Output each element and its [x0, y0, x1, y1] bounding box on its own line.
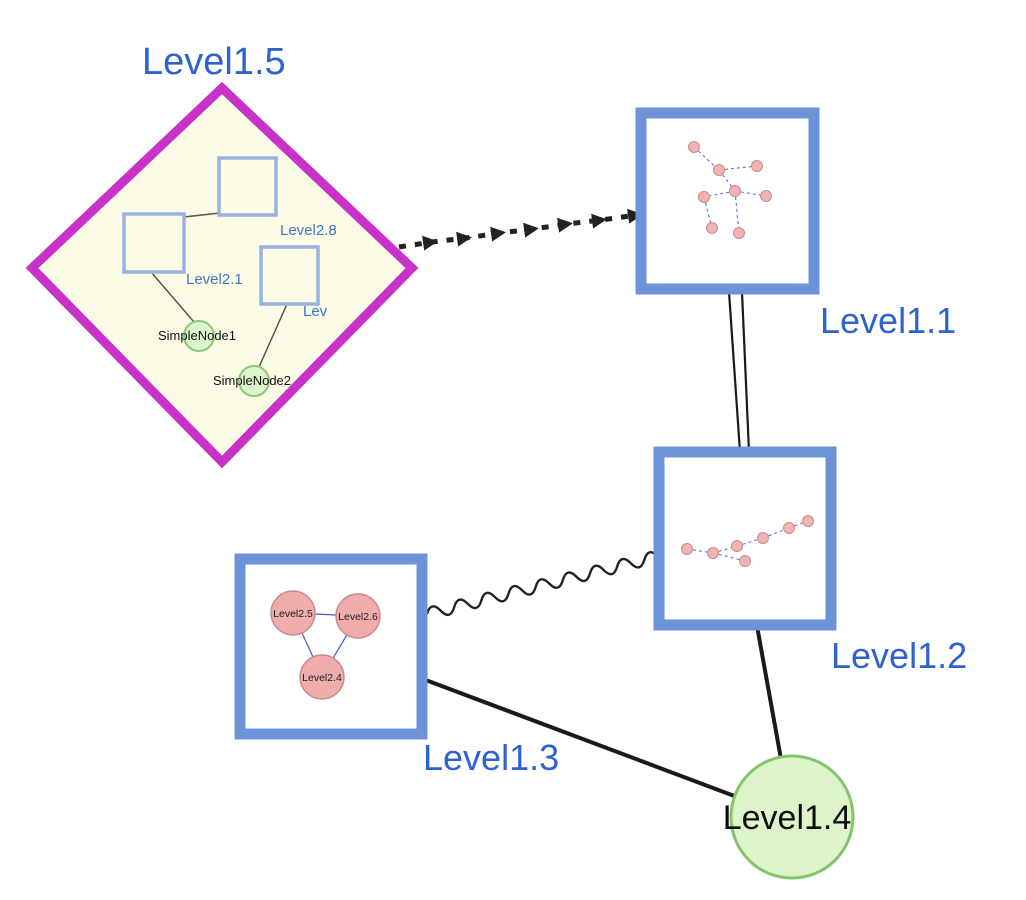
group-box-level11[interactable]: [635, 107, 820, 295]
inner-square-lev[interactable]: [259, 245, 320, 306]
label-simplenode1: SimpleNode1: [158, 328, 236, 343]
edge-level13-level14[interactable]: [422, 677, 738, 799]
mini-node[interactable]: [757, 532, 769, 544]
node-level24[interactable]: [299, 654, 345, 700]
edge-level11-level12[interactable]: [727, 291, 751, 453]
label-level26: Level2.6: [338, 611, 378, 623]
label-level13: Level1.3: [423, 737, 559, 778]
mini-node[interactable]: [751, 160, 763, 172]
edge-level13-level12[interactable]: [425, 551, 660, 620]
mini-node[interactable]: [706, 222, 718, 234]
edge-level28-level21[interactable]: [183, 212, 221, 218]
mini-edge[interactable]: [718, 165, 758, 171]
node-level26[interactable]: [335, 593, 381, 639]
node-simplenode2[interactable]: [238, 365, 270, 397]
mini-edge[interactable]: [734, 190, 740, 234]
mini-node[interactable]: [760, 190, 772, 202]
level11-mini-graph: [688, 141, 772, 239]
inner-square-level28[interactable]: [217, 156, 278, 217]
mini-node[interactable]: [698, 191, 710, 203]
label-level21: Level2.1: [186, 271, 243, 288]
mini-node[interactable]: [713, 164, 725, 176]
label-level28: Level2.8: [280, 222, 337, 239]
mini-edge[interactable]: [686, 548, 714, 554]
edge-level21-simplenode1[interactable]: [150, 271, 195, 323]
mini-node[interactable]: [733, 227, 745, 239]
mini-node[interactable]: [681, 543, 693, 555]
mini-node[interactable]: [802, 515, 814, 527]
level12-mini-graph: [681, 515, 814, 567]
label-level25: Level2.5: [273, 608, 313, 620]
group-diamond-level15[interactable]: [25, 81, 419, 469]
mini-node[interactable]: [783, 522, 795, 534]
edge-level15-level11[interactable]: [398, 208, 643, 251]
node-simplenode1[interactable]: [183, 320, 215, 352]
edge-lev-simplenode2[interactable]: [258, 303, 288, 368]
mini-edge[interactable]: [736, 537, 764, 547]
label-level14: Level1.4: [723, 799, 852, 837]
wavy-path: [425, 551, 659, 617]
mini-node[interactable]: [707, 547, 719, 559]
mini-node[interactable]: [729, 185, 741, 197]
edge-double-line-1: [727, 291, 742, 453]
label-simplenode2: SimpleNode2: [213, 373, 291, 388]
mini-node[interactable]: [739, 555, 751, 567]
inner-square-level21[interactable]: [122, 212, 186, 274]
edge-double-line-2: [740, 291, 751, 453]
group-box-level13[interactable]: [234, 553, 428, 740]
node-level14[interactable]: [729, 754, 855, 880]
mini-edge[interactable]: [718, 169, 736, 192]
node-level25[interactable]: [270, 590, 316, 636]
mini-edge[interactable]: [762, 527, 790, 539]
level13-mini-graph: Level2.5 Level2.6 Level2.4: [270, 590, 381, 700]
group-box-level12[interactable]: [653, 446, 837, 631]
label-level11: Level1.1: [820, 300, 956, 341]
mini-node[interactable]: [731, 540, 743, 552]
label-level12: Level1.2: [831, 635, 967, 676]
edge-level12-level14[interactable]: [755, 625, 783, 760]
label-level24: Level2.4: [302, 672, 342, 684]
label-lev: Lev: [303, 303, 328, 320]
label-level15: Level1.5: [142, 41, 286, 83]
mini-node[interactable]: [688, 141, 700, 153]
